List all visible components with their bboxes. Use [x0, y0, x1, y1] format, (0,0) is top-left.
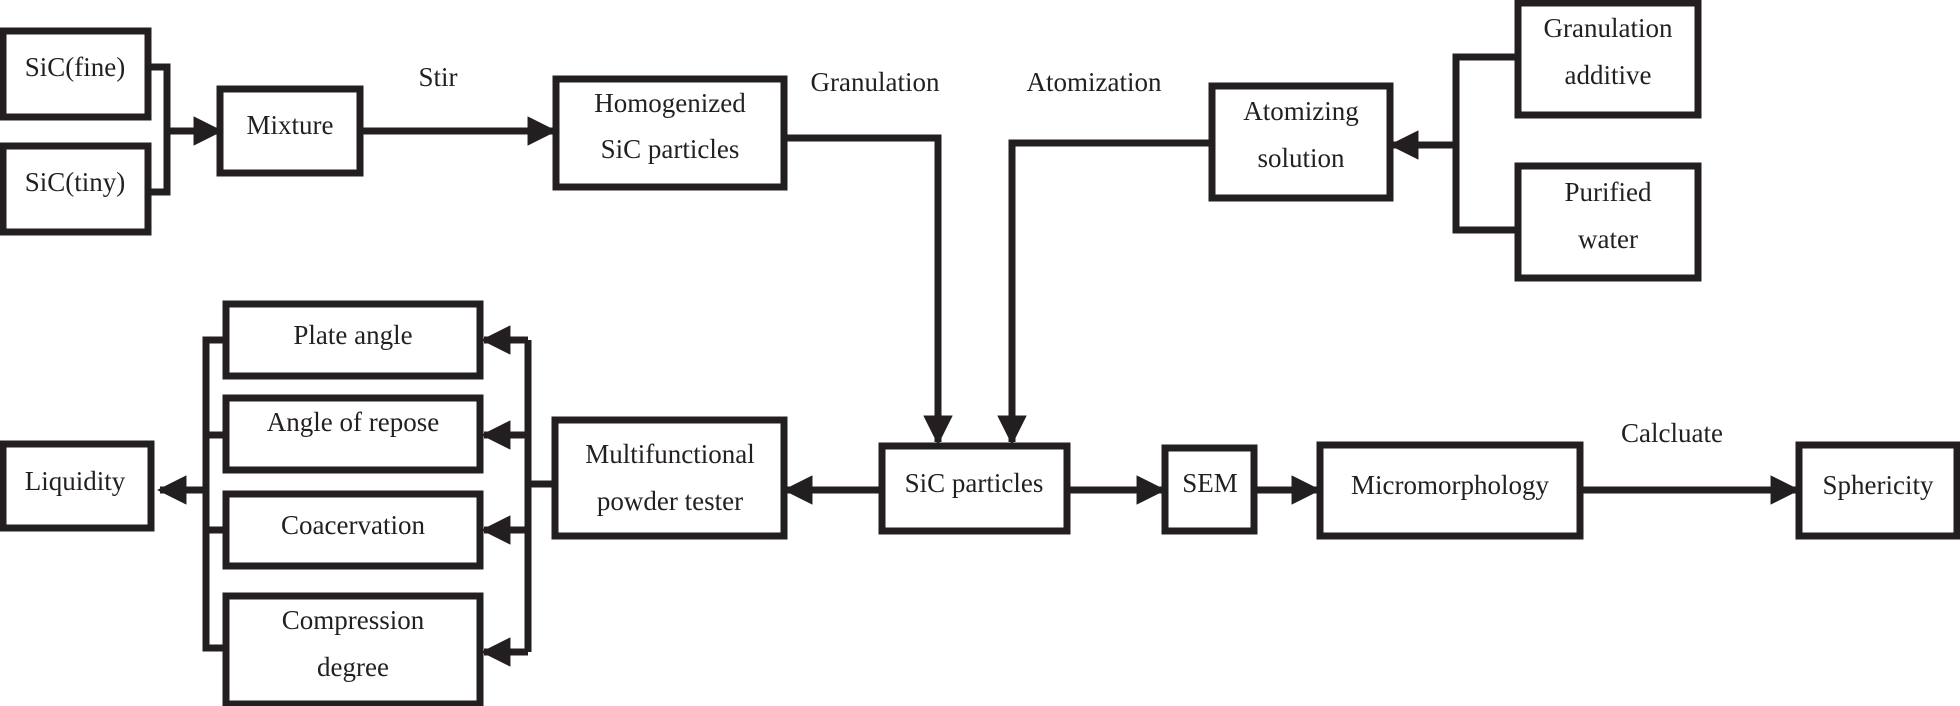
arrow-homogenized-to-sic-particles — [784, 134, 953, 445]
arrow-atomizing-to-sic-particles — [997, 139, 1210, 445]
label-homogenized-2: SiC particles — [601, 134, 740, 164]
label-sem: SEM — [1182, 468, 1238, 498]
node-sic-tiny — [0, 142, 152, 236]
node-sic-fine — [0, 27, 152, 121]
label-homogenized-1: Homogenized — [594, 88, 746, 118]
edge-label-granulation: Granulation — [811, 67, 940, 97]
label-granulation-additive-1: Granulation — [1544, 13, 1673, 43]
label-atomizing-2: solution — [1257, 143, 1345, 173]
label-granulation-additive-2: additive — [1565, 60, 1652, 90]
node-sic-particles — [878, 442, 1071, 535]
connectors — [150, 53, 1800, 667]
label-purified-water-1: Purified — [1565, 177, 1652, 207]
label-compression-1: Compression — [282, 605, 425, 635]
edge-label-stir: Stir — [418, 62, 457, 92]
node-powder-tester — [551, 416, 788, 540]
connector-sic-fine — [150, 63, 171, 196]
connector-additive-water — [1452, 53, 1516, 234]
label-sic-fine: SiC(fine) — [25, 52, 126, 82]
label-atomizing-1: Atomizing — [1243, 96, 1359, 126]
label-sphericity: Sphericity — [1823, 470, 1934, 500]
label-powder-tester-2: powder tester — [597, 486, 743, 516]
node-purified-water — [1514, 162, 1702, 282]
label-micromorphology: Micromorphology — [1351, 470, 1549, 500]
edge-labels: Stir Granulation Atomization Calcluate — [418, 62, 1722, 448]
node-coacervation — [222, 490, 484, 570]
label-mixture: Mixture — [247, 110, 334, 140]
box-labels: SiC(fine) SiC(tiny) Mixture Homogenized … — [25, 13, 1934, 682]
label-sic-tiny: SiC(tiny) — [25, 167, 126, 197]
edge-label-calculate: Calcluate — [1621, 418, 1723, 448]
label-sic-particles: SiC particles — [905, 468, 1044, 498]
edge-label-atomization: Atomization — [1027, 67, 1162, 97]
label-plate-angle: Plate angle — [293, 320, 412, 350]
node-mixture — [216, 85, 364, 177]
node-liquidity — [0, 440, 155, 532]
label-powder-tester-1: Multifunctional — [585, 439, 754, 469]
label-liquidity: Liquidity — [25, 466, 126, 496]
node-compression-degree — [222, 592, 484, 706]
node-angle-of-repose — [222, 394, 484, 474]
label-purified-water-2: water — [1578, 224, 1638, 254]
connector-measurements-bus — [202, 336, 226, 652]
node-sem — [1161, 444, 1258, 535]
label-angle-of-repose: Angle of repose — [267, 407, 439, 437]
node-atomizing-solution — [1208, 82, 1394, 202]
label-coacervation: Coacervation — [281, 510, 425, 540]
node-micromorphology — [1316, 441, 1584, 540]
node-plate-angle — [222, 300, 484, 380]
node-granulation-additive — [1514, 0, 1702, 119]
node-homogenized — [552, 75, 788, 191]
label-compression-2: degree — [317, 652, 389, 682]
node-sphericity — [1795, 441, 1960, 540]
